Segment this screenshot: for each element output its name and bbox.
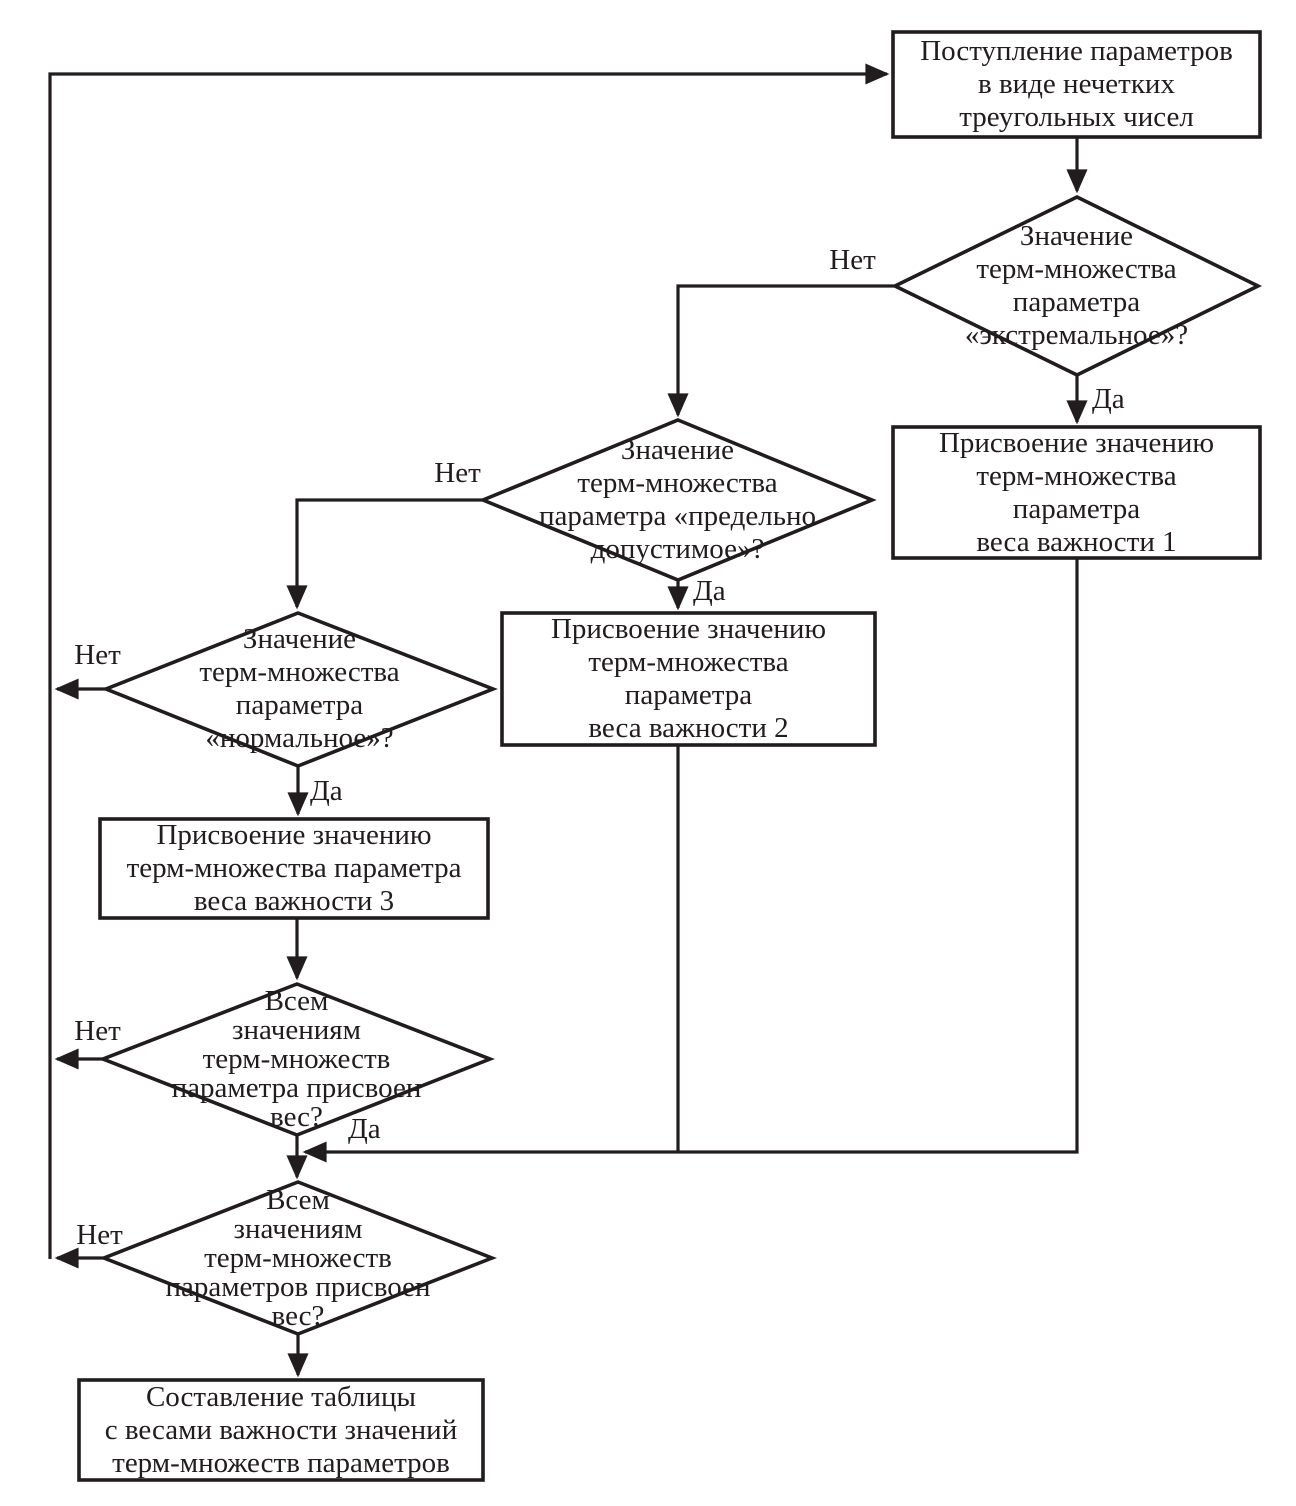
edge-decision-extreme-no (667, 284, 895, 418)
edge-label-yes-all-parameter: Да (348, 1113, 381, 1145)
node-label-decision-all-parameter: Всем значениям терм-множеств параметра п… (171, 985, 422, 1133)
shape-decision-extreme (890, 194, 1263, 378)
shape-start-process (891, 30, 1262, 139)
node-label-start: Поступление параметров в виде нечетких т… (920, 35, 1233, 133)
node-label-decision-normal: Значение терм-множества параметра «норма… (199, 623, 400, 754)
edge-feedback-loop (48, 63, 890, 1259)
node-label-end-table: Составление таблицы с весами важности зн… (104, 1380, 458, 1479)
node-label-decision-extreme: Значение терм-множества параметра «экстр… (964, 220, 1189, 351)
edge-label-no-all-parameters: Нет (76, 1219, 123, 1251)
shape-assign-weight-1 (891, 425, 1262, 560)
shape-end-table (77, 1378, 485, 1482)
node-label-decision-all-parameters: Всем значениям терм-множеств параметров … (165, 1184, 431, 1332)
shape-decision-normal (101, 611, 498, 768)
edge-label-no-all-parameter: Нет (74, 1015, 121, 1047)
edge-weight1-to-merge (302, 558, 1079, 1163)
node-label-decision-limit: Значение терм-множества параметра «преде… (539, 434, 816, 565)
shape-decision-limit (478, 418, 877, 582)
shape-assign-weight-3 (98, 817, 490, 920)
edge-label-yes-normal: Да (310, 775, 343, 807)
edge-label-no-normal: Нет (74, 639, 121, 671)
node-label-assign-weight-3: Присвоение значению терм-множества парам… (126, 819, 462, 917)
edge-label-no-limit: Нет (434, 457, 481, 489)
edge-label-yes-limit: Да (693, 575, 726, 607)
edge-label-no-extreme: Нет (829, 244, 876, 276)
node-label-assign-weight-1: Присвоение значению терм-множества парам… (938, 426, 1215, 558)
node-label-assign-weight-2: Присвоение значению терм-множества парам… (550, 613, 827, 744)
edge-label-yes-extreme: Да (1092, 383, 1125, 415)
edge-decision-limit-no (286, 498, 483, 610)
shape-decision-all-parameter (98, 982, 495, 1137)
shape-assign-weight-2 (500, 611, 877, 747)
shape-decision-all-parameters (99, 1180, 497, 1336)
